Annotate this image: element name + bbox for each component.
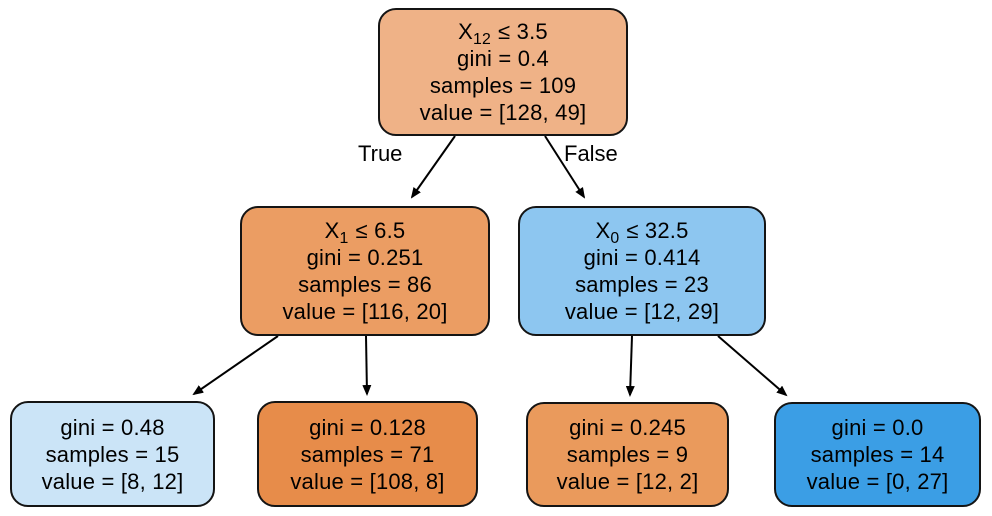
edge-root-to-left-child bbox=[410, 135, 456, 199]
node-value: value = [116, 20] bbox=[282, 299, 448, 324]
edge-root-to-right-child bbox=[544, 135, 586, 199]
node-gini: gini = 0.414 bbox=[583, 245, 701, 270]
node-condition: X1 ≤ 6.5 bbox=[324, 217, 406, 247]
node-samples: samples = 109 bbox=[429, 73, 577, 98]
node-samples: samples = 23 bbox=[575, 272, 709, 297]
feature-subscript: 12 bbox=[473, 31, 492, 48]
node-gini: gini = 0.4 bbox=[457, 46, 549, 71]
node-gini: gini = 0.0 bbox=[831, 415, 924, 440]
condition-threshold: ≤ 6.5 bbox=[355, 218, 406, 243]
feature-subscript: 0 bbox=[610, 230, 620, 247]
condition-threshold: ≤ 3.5 bbox=[498, 19, 548, 44]
node-samples: samples = 14 bbox=[810, 442, 945, 467]
condition-threshold: ≤ 32.5 bbox=[626, 218, 689, 243]
edge-label-false: False bbox=[564, 141, 618, 166]
node-gini: gini = 0.48 bbox=[60, 414, 165, 440]
tree-node-leaf-3: gini = 0.245 samples = 9 value = [12, 2] bbox=[526, 402, 729, 507]
node-value: value = [12, 2] bbox=[556, 469, 699, 494]
node-gini: gini = 0.245 bbox=[569, 415, 686, 440]
edge-label-true: True bbox=[358, 141, 403, 166]
node-samples: samples = 9 bbox=[566, 442, 689, 467]
node-samples: samples = 86 bbox=[298, 272, 432, 297]
feature-name: X bbox=[595, 218, 611, 243]
tree-node-leaf-1: gini = 0.48 samples = 15 value = [8, 12] bbox=[10, 401, 215, 507]
edge-right-child-to-leaf-4 bbox=[717, 335, 788, 397]
node-gini: gini = 0.251 bbox=[306, 245, 424, 270]
feature-subscript: 1 bbox=[339, 230, 349, 247]
edge-left-child-to-leaf-1 bbox=[192, 335, 279, 396]
tree-node-left-child: X1 ≤ 6.5 gini = 0.251 samples = 86 value … bbox=[240, 206, 490, 336]
node-samples: samples = 15 bbox=[45, 441, 180, 467]
edge-left-child-to-leaf-2 bbox=[362, 335, 372, 396]
node-condition: X12 ≤ 3.5 bbox=[458, 18, 548, 48]
node-gini: gini = 0.128 bbox=[309, 414, 426, 440]
node-value: value = [128, 49] bbox=[419, 100, 587, 125]
edge-right-child-to-leaf-3 bbox=[625, 335, 635, 397]
tree-node-leaf-4: gini = 0.0 samples = 14 value = [0, 27] bbox=[774, 402, 981, 507]
node-samples: samples = 71 bbox=[300, 441, 435, 467]
tree-node-root: X12 ≤ 3.5 gini = 0.4 samples = 109 value … bbox=[378, 8, 628, 136]
node-value: value = [12, 29] bbox=[564, 299, 720, 324]
node-value: value = [0, 27] bbox=[806, 469, 949, 494]
feature-name: X bbox=[324, 218, 340, 243]
node-value: value = [108, 8] bbox=[290, 468, 445, 494]
feature-name: X bbox=[458, 19, 474, 44]
tree-node-right-child: X0 ≤ 32.5 gini = 0.414 samples = 23 value… bbox=[518, 206, 766, 336]
tree-node-leaf-2: gini = 0.128 samples = 71 value = [108, … bbox=[257, 401, 478, 507]
node-value: value = [8, 12] bbox=[41, 468, 184, 494]
node-condition: X0 ≤ 32.5 bbox=[595, 217, 689, 247]
